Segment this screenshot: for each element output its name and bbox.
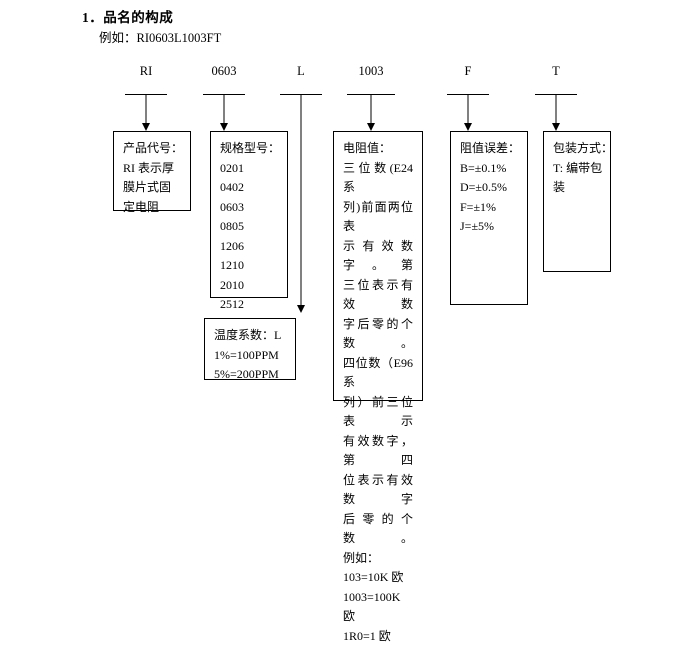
connector-temp-coeff-code-arrowhead (297, 305, 305, 313)
code-label-tolerance-code: F (465, 64, 472, 79)
connector-tolerance-code-line (468, 95, 469, 123)
size-code-box-line-6: 1210 (220, 256, 278, 276)
tolerance-box-line-1: B=±0.1% (460, 159, 518, 179)
packaging-box-line-2: 装 (553, 178, 601, 198)
size-code-box-line-4: 0805 (220, 217, 278, 237)
connector-packaging-code-arrowhead (552, 123, 560, 131)
resistance-value-box-line-12: 103=10K 欧 (343, 568, 413, 588)
code-label-size-code: 0603 (212, 64, 237, 79)
tolerance-box-line-2: D=±0.5% (460, 178, 518, 198)
connector-size-code-line (224, 95, 225, 123)
example-part-number: 例如：RI0603L1003FT (99, 27, 221, 46)
connector-product-code-arrowhead (142, 123, 150, 131)
resistance-value-box-line-10: 后零的个数。 (343, 510, 413, 549)
page-title: 1．品名的构成 (82, 6, 173, 26)
resistance-value-box-line-9: 位表示有效数字 (343, 471, 413, 510)
packaging-box-line-1: T: 编带包 (553, 159, 601, 179)
code-label-packaging-code: T (552, 64, 560, 79)
tolerance-box-line-0: 阻值误差： (460, 139, 518, 159)
resistance-value-box-line-13: 1003=100K 欧 (343, 588, 413, 627)
code-label-temp-coeff-code: L (297, 64, 305, 79)
resistance-value-box-line-4: 三位表示有效数 (343, 276, 413, 315)
packaging-box: 包装方式：T: 编带包装 (543, 131, 611, 272)
product-code-box-line-0: 产品代号： (123, 139, 181, 159)
temp-coefficient-box-line-1: 1%=100PPM (214, 346, 286, 366)
resistance-value-box-line-1: 三位数(E24 系 (343, 159, 413, 198)
tolerance-box-line-4: J=±5% (460, 217, 518, 237)
resistance-value-box-line-0: 电阻值： (343, 139, 413, 159)
resistance-value-box-line-7: 列）前三位表示 (343, 393, 413, 432)
resistance-value-box-line-14: 1R0=1 欧 (343, 627, 413, 646)
size-code-box-line-0: 规格型号： (220, 139, 278, 159)
tolerance-box-line-3: F=±1% (460, 198, 518, 218)
resistance-value-box-line-6: 四位数（E96 系 (343, 354, 413, 393)
resistance-value-box-line-2: 列)前面两位表 (343, 198, 413, 237)
product-code-box-line-3: 定电阻 (123, 198, 181, 218)
product-code-box-line-2: 膜片式固 (123, 178, 181, 198)
packaging-box-line-0: 包装方式： (553, 139, 601, 159)
resistance-value-box-line-11: 例如： (343, 549, 413, 569)
connector-product-code-line (146, 95, 147, 123)
connector-resistance-code-line (371, 95, 372, 123)
size-code-box-line-7: 2010 (220, 276, 278, 296)
connector-size-code-arrowhead (220, 123, 228, 131)
product-code-box-line-1: RI 表示厚 (123, 159, 181, 179)
size-code-box-line-2: 0402 (220, 178, 278, 198)
resistance-value-box-line-5: 字后零的个数。 (343, 315, 413, 354)
resistance-value-box-line-3: 示有效数字。第 (343, 237, 413, 276)
connector-packaging-code-line (556, 95, 557, 123)
size-code-box-line-5: 1206 (220, 237, 278, 257)
size-code-box-line-3: 0603 (220, 198, 278, 218)
connector-resistance-code-arrowhead (367, 123, 375, 131)
size-code-box-line-1: 0201 (220, 159, 278, 179)
temp-coefficient-box-line-0: 温度系数：L (214, 326, 286, 346)
code-label-resistance-code: 1003 (359, 64, 384, 79)
size-code-box-line-8: 2512 (220, 295, 278, 315)
connector-temp-coeff-code-line (301, 95, 302, 305)
product-code-box: 产品代号：RI 表示厚膜片式固定电阻 (113, 131, 191, 211)
resistance-value-box: 电阻值：三位数(E24 系列)前面两位表示有效数字。第三位表示有效数字后零的个数… (333, 131, 423, 401)
temp-coefficient-box-line-2: 5%=200PPM (214, 365, 286, 385)
resistance-value-box-line-8: 有效数字，第四 (343, 432, 413, 471)
tolerance-box: 阻值误差：B=±0.1%D=±0.5%F=±1%J=±5% (450, 131, 528, 305)
code-label-product-code: RI (140, 64, 153, 79)
connector-tolerance-code-arrowhead (464, 123, 472, 131)
